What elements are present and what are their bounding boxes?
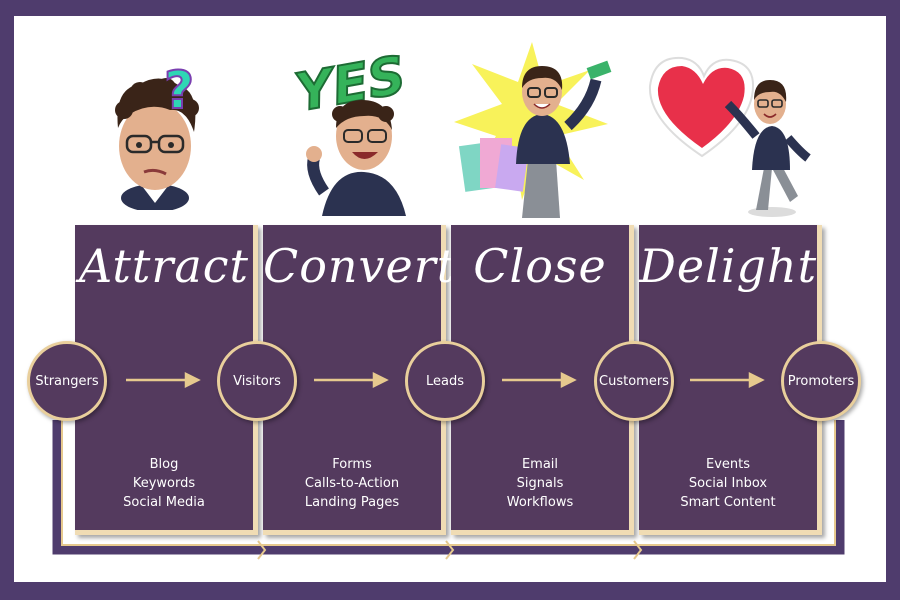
tool-item: Signals bbox=[516, 476, 564, 491]
stage-title-close: Close bbox=[473, 239, 607, 293]
stage-tools-attract: Blog Keywords Social Media bbox=[75, 455, 253, 512]
node-leads: Leads bbox=[405, 341, 485, 421]
tool-item: Blog bbox=[149, 457, 179, 472]
stage-tools-delight: Events Social Inbox Smart Content bbox=[639, 455, 817, 512]
tool-item: Social Media bbox=[123, 495, 205, 510]
flow-arrowhead bbox=[184, 371, 201, 389]
avatar-puzzled bbox=[115, 78, 199, 210]
flow-arrowhead bbox=[560, 371, 577, 389]
flow-arrowhead bbox=[372, 371, 389, 389]
node-customers: Customers bbox=[594, 341, 674, 421]
stage-title-delight: Delight bbox=[639, 239, 818, 293]
tool-item: Keywords bbox=[132, 476, 196, 491]
stage-title-convert: Convert bbox=[263, 239, 457, 293]
flow-arrowhead bbox=[748, 371, 765, 389]
avatar-cheering bbox=[306, 100, 406, 216]
money-icon bbox=[586, 60, 612, 80]
tool-item: Smart Content bbox=[680, 495, 776, 510]
node-promoters: Promoters bbox=[781, 341, 861, 421]
tool-item: Email bbox=[521, 457, 559, 472]
node-strangers: Strangers bbox=[27, 341, 107, 421]
tool-item: Events bbox=[705, 457, 750, 472]
stage-title-attract: Attract bbox=[78, 239, 250, 293]
heart-icon bbox=[648, 56, 754, 158]
node-visitors: Visitors bbox=[217, 341, 297, 421]
avatar-heart bbox=[648, 56, 811, 217]
stage-tools-close: Email Signals Workflows bbox=[451, 455, 629, 512]
question-mark-icon: ? bbox=[163, 60, 195, 116]
svg-text:?: ? bbox=[164, 61, 194, 116]
tool-item: Calls-to-Action bbox=[304, 476, 400, 491]
stage-tools-convert: Forms Calls-to-Action Landing Pages bbox=[263, 455, 441, 512]
avatar-shopping bbox=[454, 42, 612, 218]
tool-item: Workflows bbox=[506, 495, 574, 510]
tool-item: Landing Pages bbox=[304, 495, 400, 510]
tool-item: Social Inbox bbox=[688, 476, 768, 491]
tool-item: Forms bbox=[332, 457, 372, 472]
